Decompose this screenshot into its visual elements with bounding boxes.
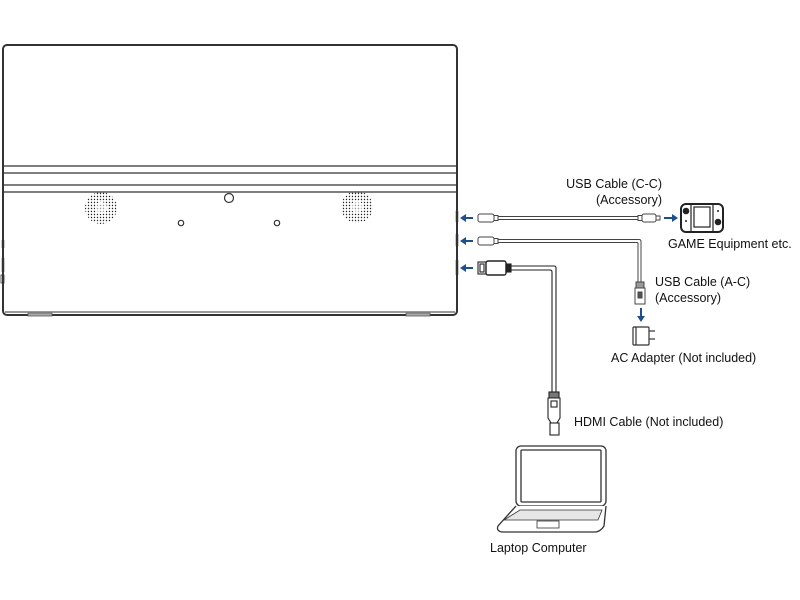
usbc-plug-right bbox=[641, 213, 657, 223]
monitor bbox=[0, 44, 459, 317]
usbc-plug-left bbox=[477, 213, 495, 223]
arrow-down-icon bbox=[637, 308, 645, 322]
usb-cc-cable-note: (Accessory) bbox=[596, 193, 662, 207]
side-switch bbox=[0, 274, 5, 284]
speaker-right-icon bbox=[341, 191, 373, 223]
arrow-left-icon bbox=[460, 214, 473, 222]
ac-adapter-icon bbox=[632, 326, 655, 346]
usb-ac-cable bbox=[477, 236, 646, 305]
laptop-icon bbox=[496, 445, 607, 533]
insert-arrows bbox=[460, 214, 678, 322]
usb-cc-cable-label: USB Cable (C-C) bbox=[566, 177, 662, 191]
tripod-mount-hole bbox=[223, 192, 235, 204]
monitor-foot-left bbox=[27, 312, 53, 317]
speaker-left-icon bbox=[85, 192, 117, 224]
usb-cc-cable bbox=[477, 213, 661, 223]
usb-ac-cable-label: USB Cable (A-C) bbox=[655, 275, 751, 289]
screw-hole-right bbox=[273, 219, 281, 227]
usbc-plug bbox=[477, 236, 495, 246]
arrow-left-icon bbox=[460, 264, 473, 272]
usb-ac-cable-note: (Accessory) bbox=[655, 291, 721, 305]
hdmi-cable-label: HDMI Cable (Not included) bbox=[574, 415, 724, 429]
arrow-left-icon bbox=[460, 237, 473, 245]
arrow-right-icon bbox=[664, 214, 678, 222]
game-equipment-label: GAME Equipment etc. bbox=[668, 237, 792, 251]
game-console-icon bbox=[680, 203, 724, 233]
laptop-label: Laptop Computer bbox=[490, 541, 587, 555]
screw-hole-left bbox=[177, 219, 185, 227]
ac-adapter-label: AC Adapter (Not included) bbox=[611, 351, 757, 365]
hdmi-cable bbox=[477, 260, 561, 436]
monitor-foot-right bbox=[405, 312, 431, 317]
monitor-body bbox=[2, 44, 458, 316]
